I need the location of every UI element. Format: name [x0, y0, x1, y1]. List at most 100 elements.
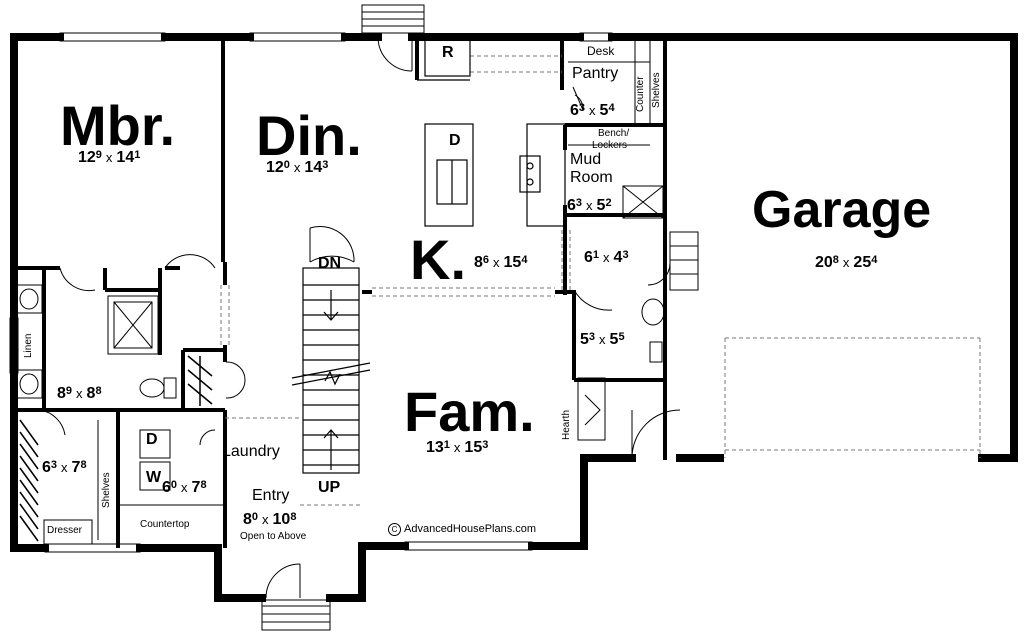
dim-in: 8 [832, 254, 839, 266]
dim-in: 2 [605, 197, 612, 209]
dim-ft: 25 [853, 254, 872, 271]
label-dishwasher: D [449, 132, 461, 149]
label-stair-down: DN [318, 255, 342, 272]
exterior-walls [10, 33, 1018, 602]
label-bench: Bench/ [598, 128, 630, 139]
dim-in: 1 [592, 249, 600, 261]
dim-ft: 14 [304, 159, 323, 176]
dim-ft: 20 [815, 254, 833, 271]
door-swings [39, 36, 681, 599]
dim-ft: 15 [503, 254, 522, 271]
room-label-mbr: Mbr. [60, 94, 176, 157]
credit-text: AdvancedHousePlans.com [404, 523, 537, 535]
dim-ft: 5 [599, 102, 609, 119]
dim-ft: 7 [191, 479, 201, 496]
dim-in: 3 [575, 197, 583, 209]
room-label-laundry: Laundry [222, 443, 280, 460]
dim-in: 8 [290, 511, 297, 523]
label-hearth: Hearth [561, 409, 572, 440]
dim-in: 3 [622, 249, 629, 261]
bath-fixtures [15, 40, 699, 545]
dim-ft: 4 [613, 249, 623, 266]
interior-walls [14, 37, 667, 548]
label-stair-up: UP [318, 479, 341, 496]
room-label-pantry: Pantry [572, 65, 619, 82]
room-label-garage: Garage [752, 181, 932, 239]
staircase [291, 267, 371, 474]
label-fridge: R [442, 44, 454, 61]
dim-in: 3 [482, 439, 489, 451]
dim-ft: 5 [580, 331, 589, 348]
dim-in: 4 [521, 254, 528, 266]
label-desk: Desk [587, 44, 615, 58]
dim-ft: 14 [116, 149, 135, 166]
dim-ft: 5 [596, 197, 606, 214]
copyright-icon: C [388, 523, 401, 536]
room-label-entry: Entry [252, 487, 290, 504]
dim-in: 9 [65, 385, 73, 397]
dim-in: 0 [170, 479, 178, 491]
dim-in: 4 [871, 254, 878, 266]
dim-ft: 6 [584, 249, 593, 266]
dim-in: 4 [608, 102, 615, 114]
dim-ft: 6 [42, 459, 51, 476]
windows [9, 4, 613, 631]
dim-ft: 6 [570, 102, 579, 119]
dim-in: 8 [200, 479, 207, 491]
label-washer: W [146, 469, 162, 486]
room-label-din: Din. [256, 104, 362, 167]
dim-ft: 8 [243, 511, 252, 528]
dim-in: 5 [618, 331, 625, 343]
dim-in: 0 [283, 159, 290, 171]
label-lockers: Lockers [592, 140, 628, 151]
label-shelves-pantry: Shelves [651, 72, 662, 108]
dim-in: 3 [578, 102, 586, 114]
room-label-kit: K. [410, 228, 466, 291]
dim-ft: 8 [474, 254, 483, 271]
dim-in: 0 [251, 511, 259, 523]
room-label-fam: Fam. [404, 380, 535, 443]
dim-in: 8 [80, 459, 87, 471]
dim-ft: 8 [57, 385, 66, 402]
label-counter: Counter [635, 76, 646, 112]
dim-in: 1 [443, 439, 450, 451]
dim-ft: 10 [272, 511, 291, 528]
dim-in: 6 [482, 254, 490, 266]
dim-in: 9 [95, 149, 102, 161]
label-countertop: Countertop [140, 519, 190, 530]
dim-ft: 13 [426, 439, 444, 456]
dim-in: 3 [588, 331, 596, 343]
closet-hangers [19, 355, 213, 542]
dim-in: 3 [322, 159, 329, 171]
dim-ft: 5 [609, 331, 619, 348]
dim-in: 8 [95, 385, 102, 397]
room-label-mud-1: Mud [570, 151, 602, 168]
dim-ft: 8 [86, 385, 96, 402]
dim-ft: 15 [464, 439, 483, 456]
dim-in: 1 [134, 149, 141, 161]
dim-in: 3 [50, 459, 58, 471]
dim-ft: 7 [71, 459, 81, 476]
entry-note: Open to Above [240, 531, 307, 542]
label-linen: Linen [23, 333, 34, 358]
dashed-openings [220, 55, 981, 506]
room-label-mud-2: Room [570, 169, 613, 186]
label-dresser: Dresser [47, 525, 83, 536]
label-shelves-closet: Shelves [101, 472, 112, 508]
dim-ft: 6 [162, 479, 171, 496]
label-dryer: D [146, 431, 158, 448]
